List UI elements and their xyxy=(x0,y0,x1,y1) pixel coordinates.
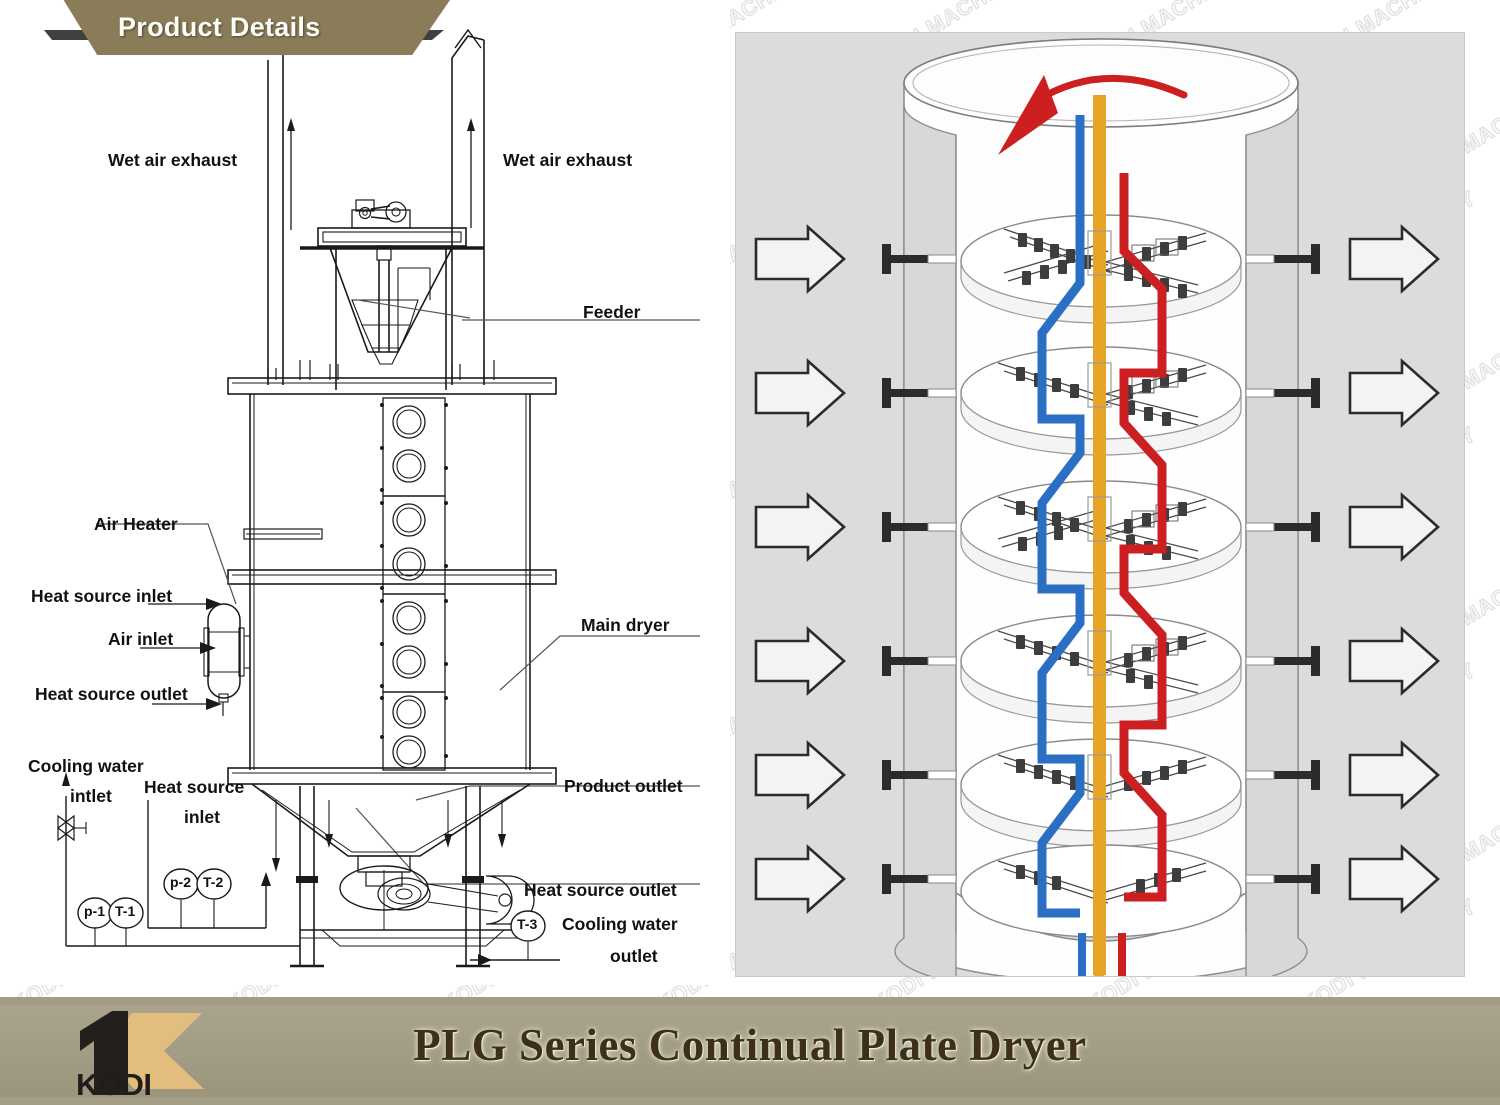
cooling-water-pipe xyxy=(1037,115,1085,918)
exhaust-arrow-left xyxy=(287,118,295,230)
exhaust-arrow-right xyxy=(467,118,475,228)
rotation-arrow xyxy=(998,74,1188,155)
flow-arrows-left xyxy=(140,598,222,710)
label-air-heater: Air Heater xyxy=(94,514,178,534)
nozzle-arrow-row xyxy=(754,358,1440,428)
label-cooling-water-outlet-line1: Cooling water xyxy=(562,914,678,934)
left-schematic-panel: Wet air exhaust Wet air exhaust Feeder A… xyxy=(0,0,730,985)
label-feeder: Feeder xyxy=(583,302,641,322)
schematic-svg xyxy=(57,18,700,968)
inspection-panel-group xyxy=(380,397,448,771)
gauge-label-p-2: p-2 xyxy=(170,874,191,890)
footer-band xyxy=(0,1005,1500,1097)
label-air-inlet: Air inlet xyxy=(108,629,174,649)
nozzle-arrow-row xyxy=(754,844,1440,914)
page-footer: KODI PLG Series Continual Plate Dryer xyxy=(0,997,1500,1105)
label-product-outlet: Product outlet xyxy=(564,776,683,796)
top-nozzles xyxy=(267,360,495,380)
label-cooling-water-outlet-line2: outlet xyxy=(610,946,658,966)
side-nozzles-and-arrows xyxy=(754,224,1440,914)
feeder-assembly xyxy=(300,199,484,390)
inspection-panel xyxy=(380,691,448,771)
nozzle-arrow-row xyxy=(754,224,1440,294)
gauge-label-p-1: p-1 xyxy=(84,903,105,919)
label-heat-source-inlet-bottom-line2: inlet xyxy=(184,807,220,827)
main-dryer-body xyxy=(227,377,557,785)
instrument-bubbles xyxy=(77,868,546,942)
label-cooling-water-inlet-line1: Cooling water xyxy=(28,756,144,776)
right-cutaway-panel xyxy=(735,32,1465,977)
label-wet-air-exhaust-left: Wet air exhaust xyxy=(108,150,238,170)
nozzle-arrow-row xyxy=(754,740,1440,810)
label-main-dryer: Main dryer xyxy=(581,615,670,635)
kodi-logo-icon xyxy=(80,1011,204,1095)
label-heat-source-inlet-bottom-line1: Heat source xyxy=(144,777,245,797)
label-heat-source-outlet-lower: Heat source outlet xyxy=(524,880,677,900)
footer-product-title: PLG Series Continual Plate Dryer xyxy=(413,1020,1087,1070)
label-heat-source-outlet-upper: Heat source outlet xyxy=(35,684,188,704)
nozzle-arrow-row xyxy=(754,626,1440,696)
exhaust-duct-right xyxy=(451,40,485,385)
exhaust-duct-left xyxy=(267,18,284,385)
cutaway-svg xyxy=(754,38,1440,976)
bottom-pipe-exits xyxy=(1078,933,1126,976)
kodi-logo-wordmark: KODI xyxy=(76,1067,152,1102)
bottom-piping xyxy=(57,772,560,966)
gauge-label-t-2: T-2 xyxy=(203,874,224,890)
label-heat-source-inlet: Heat source inlet xyxy=(31,586,173,606)
support-legs xyxy=(290,786,490,968)
nozzle-arrow-row xyxy=(754,492,1440,562)
label-wet-air-exhaust-right: Wet air exhaust xyxy=(503,150,633,170)
central-shaft-pipe xyxy=(1087,95,1112,975)
label-cooling-water-inlet-line2: intlet xyxy=(70,786,112,806)
gauge-label-t-1: T-1 xyxy=(115,903,136,919)
product-details-banner: Product Details xyxy=(63,0,450,55)
banner-label: Product Details xyxy=(118,12,321,42)
gauge-label-t-3: T-3 xyxy=(517,916,538,932)
heat-medium-pipe xyxy=(1119,173,1167,902)
